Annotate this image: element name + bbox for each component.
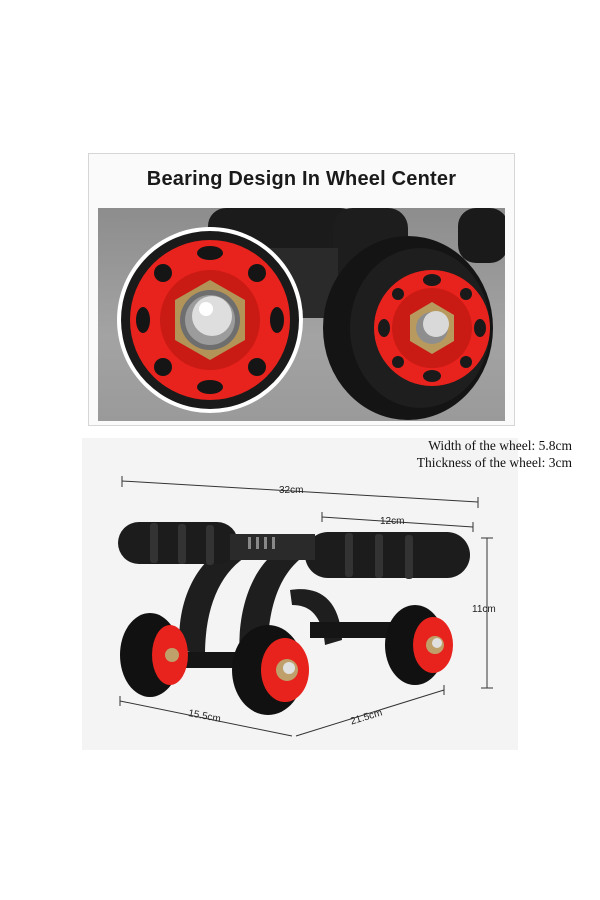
handle-gap-label: 12cm <box>380 516 405 527</box>
total-length-label: 32cm <box>279 485 304 496</box>
right-wheel <box>323 236 493 420</box>
wheel-back-right <box>385 605 453 685</box>
bearing-detail-panel: Bearing Design In Wheel Center <box>88 153 515 426</box>
wheel-thickness-spec: Thickness of the wheel: 3cm <box>416 455 572 470</box>
height-label: 11cm <box>472 604 496 615</box>
wheel-front <box>232 625 309 715</box>
bearing-closeup-illustration <box>117 208 505 420</box>
bearing-photo <box>98 208 505 421</box>
magnified-wheel <box>117 227 303 413</box>
handle-bar <box>118 522 470 579</box>
wheel-width-spec: Width of the wheel: 5.8cm <box>428 438 572 453</box>
wheel-back-left <box>120 613 188 697</box>
panel-title: Bearing Design In Wheel Center <box>146 168 457 190</box>
